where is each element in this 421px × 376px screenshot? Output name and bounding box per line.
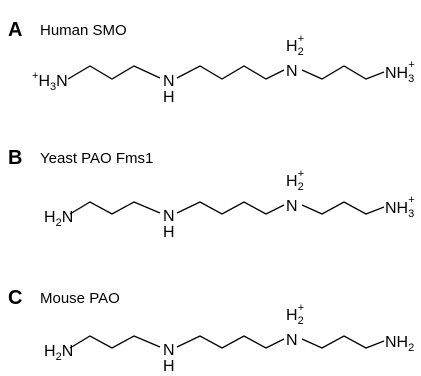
- panel-c-secondary-n: N: [163, 342, 175, 359]
- panel-b-title: Yeast PAO Fms1: [40, 150, 153, 167]
- panel-b-left-terminal: H2N: [44, 209, 73, 229]
- panel-c-title: Mouse PAO: [40, 290, 120, 307]
- panel-b-chain-2: [176, 201, 285, 215]
- panel-b: B Yeast PAO Fms1 H2N N H H2+ N NH3+: [8, 147, 415, 241]
- panel-b-secondary-n: N: [163, 208, 175, 225]
- panel-a-left-terminal: +H3N: [32, 70, 68, 93]
- panel-a-tertiary-h2: H2+: [286, 33, 304, 58]
- panel-a-secondary-n: N: [163, 73, 175, 90]
- panel-c-tertiary-n: N: [286, 332, 298, 349]
- panel-a-chain-3: [301, 65, 385, 80]
- panel-b-tertiary-n: N: [286, 198, 298, 215]
- panel-b-letter: B: [8, 147, 22, 169]
- panel-a-left-sub: 3: [50, 81, 56, 93]
- panel-a-left-n: N: [56, 73, 68, 90]
- panel-c-secondary-h: H: [163, 358, 175, 375]
- panel-c-tertiary-h2: H2+: [286, 302, 304, 327]
- panel-c-left-terminal: H2N: [44, 343, 73, 363]
- panel-b-chain-3: [301, 201, 385, 215]
- panel-a: A Human SMO +H3N N H H2+ N NH3+: [8, 19, 415, 106]
- panel-a-tertiary-n: N: [286, 63, 298, 80]
- panel-a-left-charge: +: [32, 70, 38, 82]
- panel-a-secondary-h: H: [163, 89, 175, 106]
- panel-c-chain-1: [69, 335, 161, 349]
- panel-a-letter: A: [8, 19, 22, 41]
- panel-c-chain-3: [301, 335, 385, 349]
- panel-b-secondary-h: H: [163, 224, 175, 241]
- panel-c: C Mouse PAO H2N N H H2+ N NH2: [8, 287, 414, 375]
- panel-c-right-terminal: NH2: [385, 334, 414, 354]
- panel-a-left-h: H: [38, 73, 50, 90]
- panel-a-right-terminal: NH3+: [385, 59, 415, 85]
- panel-a-chain-2: [176, 65, 285, 80]
- panel-b-chain-1: [69, 201, 161, 215]
- panel-b-tertiary-h2: H2+: [286, 168, 304, 193]
- panel-c-letter: C: [8, 287, 22, 309]
- panel-b-right-terminal: NH3+: [385, 194, 415, 220]
- panel-a-title: Human SMO: [40, 22, 127, 39]
- panel-c-chain-2: [176, 335, 285, 349]
- panel-a-chain-1: [67, 65, 161, 80]
